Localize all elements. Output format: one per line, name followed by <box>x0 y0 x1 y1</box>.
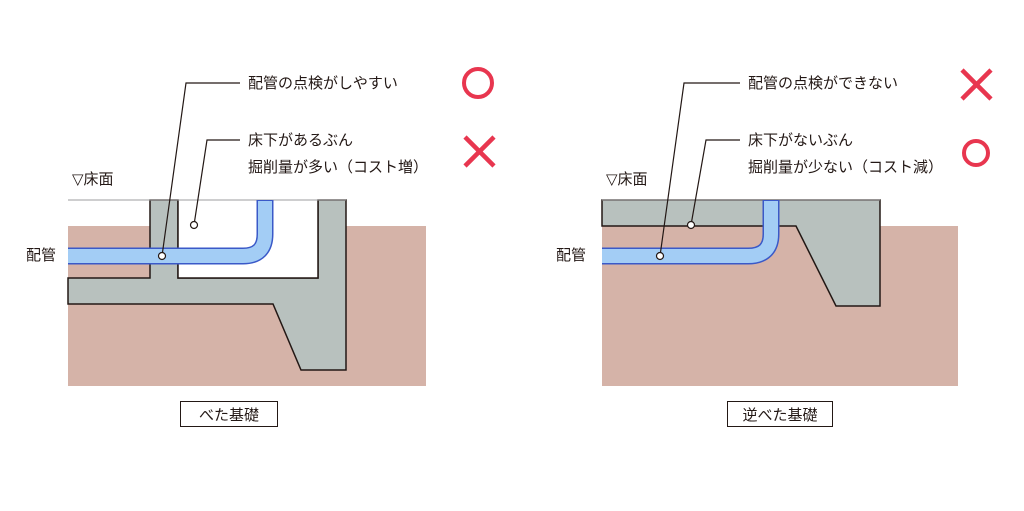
right-floor-label: ▽床面 <box>606 170 648 188</box>
left-leader-pipe <box>161 82 240 257</box>
left-crawl-space <box>178 200 318 278</box>
left-diagram <box>67 67 496 386</box>
left-caption: べた基礎 <box>180 401 278 427</box>
left-bad-mark <box>463 135 496 168</box>
left-crawl-space-edge <box>177 200 319 279</box>
right-pipe-label: 配管 <box>556 246 587 264</box>
right-leader-slab-dot <box>686 220 696 230</box>
right-leader-pipe <box>659 82 740 257</box>
right-good-mark <box>962 139 990 167</box>
right-bad-mark <box>960 68 993 101</box>
right-leader-slab <box>690 139 740 226</box>
left-callout-crawl-line1: 床下があるぶん <box>248 131 354 149</box>
left-leader-crawl-dot <box>189 220 199 230</box>
left-callout-pipe: 配管の点検がしやすい <box>248 74 398 92</box>
right-callout-slab-line2: 掘削量が少ない（コスト減） <box>748 158 944 176</box>
left-floor-label: ▽床面 <box>72 170 114 188</box>
left-leader-pipe-dot <box>157 251 167 261</box>
right-callout-pipe: 配管の点検ができない <box>748 74 899 92</box>
left-callout-crawl-line2: 掘削量が多い（コスト増） <box>248 158 429 176</box>
right-pipe-fill <box>602 201 778 263</box>
left-leader-crawl <box>193 139 240 226</box>
left-pipe-label: 配管 <box>26 246 57 264</box>
left-good-mark <box>462 67 494 99</box>
right-callout-slab-line1: 床下がないぶん <box>748 131 854 149</box>
right-leader-pipe-dot <box>655 251 665 261</box>
right-caption: 逆べた基礎 <box>727 401 833 427</box>
left-pipe-fill <box>68 201 272 263</box>
right-diagram <box>601 68 993 386</box>
